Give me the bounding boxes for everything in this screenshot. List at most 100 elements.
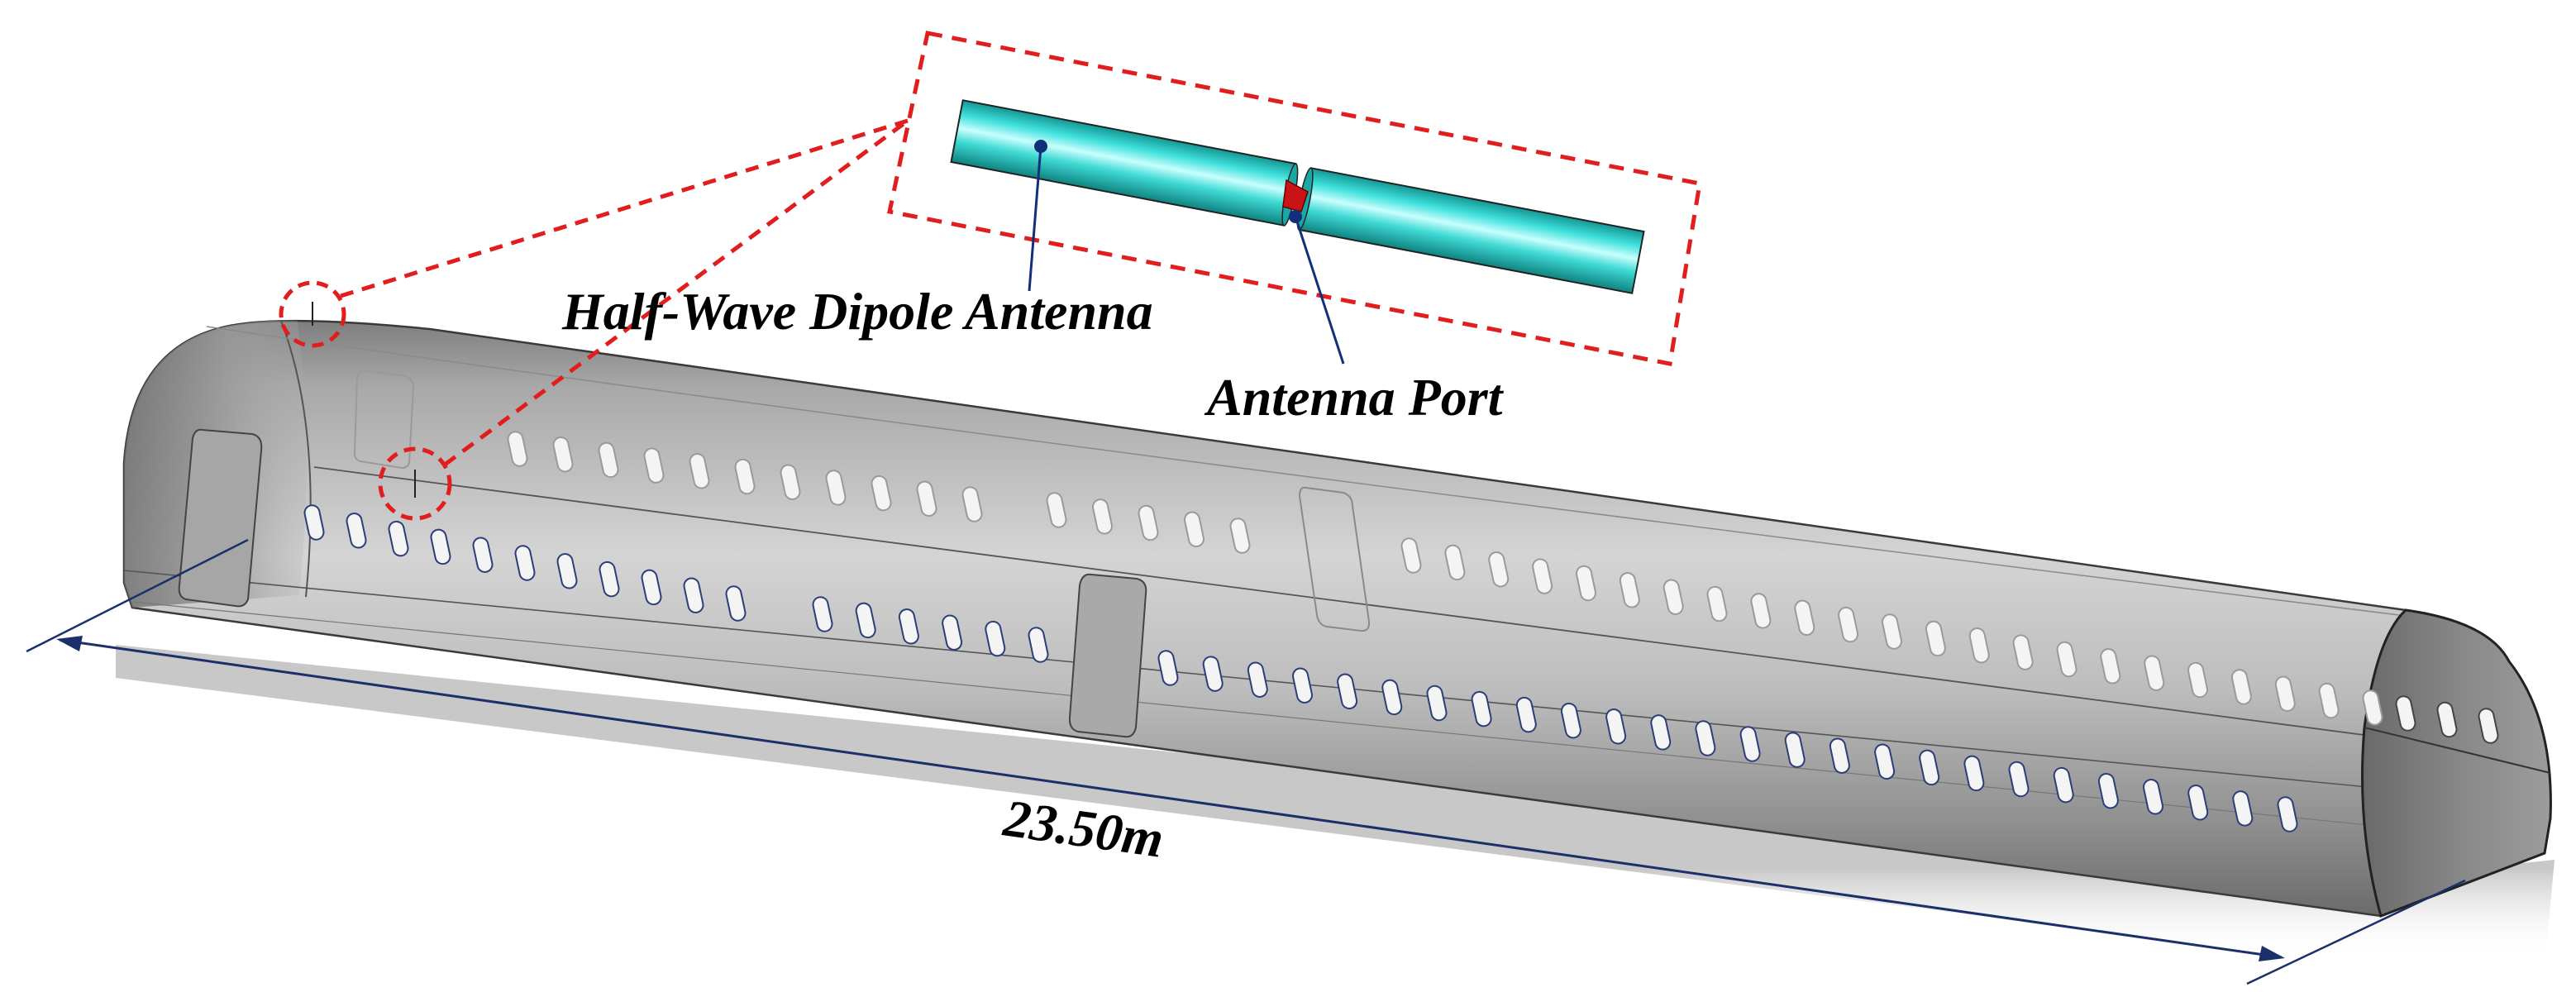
window [1968, 627, 1990, 664]
door [178, 428, 263, 608]
window [1292, 667, 1313, 704]
window [1576, 565, 1596, 602]
window [599, 561, 620, 598]
window [598, 441, 619, 479]
window [2277, 796, 2298, 832]
window [2056, 641, 2077, 678]
window [1605, 708, 1627, 745]
callout-box [887, 31, 1702, 366]
window [725, 585, 747, 622]
window [1488, 551, 1510, 588]
window [1874, 743, 1896, 780]
floor-line [131, 601, 2386, 828]
window [2187, 661, 2208, 699]
window [1381, 679, 1403, 716]
window [2100, 648, 2121, 685]
window [1092, 498, 1113, 535]
window [2230, 669, 2252, 705]
window [1662, 579, 1684, 615]
upper-seam-line [206, 326, 2407, 617]
port-leader [1294, 216, 1345, 365]
window [1157, 650, 1179, 686]
dimension-arrow-right [2259, 946, 2285, 961]
window [2097, 772, 2119, 809]
window [1650, 714, 1672, 751]
window [1838, 606, 1859, 643]
window [472, 537, 494, 573]
window [916, 480, 937, 518]
window [2053, 766, 2074, 804]
window [1202, 656, 1224, 692]
window [1963, 755, 1985, 792]
window [2012, 634, 2034, 670]
window [552, 436, 574, 473]
window [346, 513, 367, 549]
window [1919, 749, 1940, 786]
window [1619, 572, 1640, 608]
antenna-leader [1028, 145, 1042, 292]
callout-circle-side [378, 446, 452, 521]
window [1184, 511, 1205, 548]
tail-cap-rim [2364, 727, 2551, 774]
window [871, 475, 892, 512]
window [855, 602, 876, 639]
window [2478, 708, 2499, 744]
window [1739, 726, 1761, 762]
window [825, 470, 847, 506]
dimension-line [59, 638, 2283, 959]
window [2395, 695, 2416, 732]
port-label: Antenna Port [1204, 368, 1505, 427]
window [1426, 685, 1448, 722]
window [2362, 689, 2383, 726]
window [1750, 593, 1772, 629]
window [303, 504, 325, 541]
window [2143, 779, 2163, 815]
door [1298, 486, 1371, 632]
window [514, 545, 536, 581]
window [1400, 537, 1422, 574]
window [780, 464, 801, 500]
window [689, 453, 710, 489]
window [430, 528, 451, 565]
window [683, 577, 704, 613]
window [1925, 620, 1946, 657]
window [1532, 558, 1553, 594]
window [1794, 599, 1815, 637]
window [985, 620, 1006, 657]
window [1784, 732, 1806, 768]
window [2008, 761, 2030, 798]
window [556, 553, 578, 589]
window [2274, 675, 2296, 713]
window [734, 458, 756, 495]
dipole-arm-right [1296, 167, 1645, 294]
window [1515, 696, 1537, 733]
door [353, 369, 415, 470]
dipole-antenna [950, 99, 1645, 365]
window [2187, 785, 2209, 821]
window [1337, 673, 1358, 710]
window [507, 431, 528, 467]
window [1444, 544, 1466, 581]
window [1247, 661, 1268, 698]
antenna-label: Half-Wave Dipole Antenna [561, 282, 1153, 341]
dimension-arrow-left [56, 636, 83, 651]
antenna-feed-port [1282, 179, 1309, 212]
window [388, 520, 409, 557]
window [1229, 518, 1251, 554]
callout-leader-top [340, 118, 909, 298]
window [1028, 627, 1049, 663]
window [2436, 701, 2458, 738]
window [1706, 585, 1728, 623]
dipole-arm-left [950, 99, 1299, 227]
lower-window-row [303, 504, 2298, 832]
window [641, 569, 662, 606]
window [1046, 492, 1067, 528]
fuselage-shadow [116, 645, 2555, 967]
window [812, 596, 833, 632]
window [942, 614, 963, 651]
nose-frame-line [280, 320, 312, 598]
upper-window-row [507, 431, 2499, 744]
dimension-extension-left [26, 538, 249, 653]
window [2318, 682, 2340, 719]
